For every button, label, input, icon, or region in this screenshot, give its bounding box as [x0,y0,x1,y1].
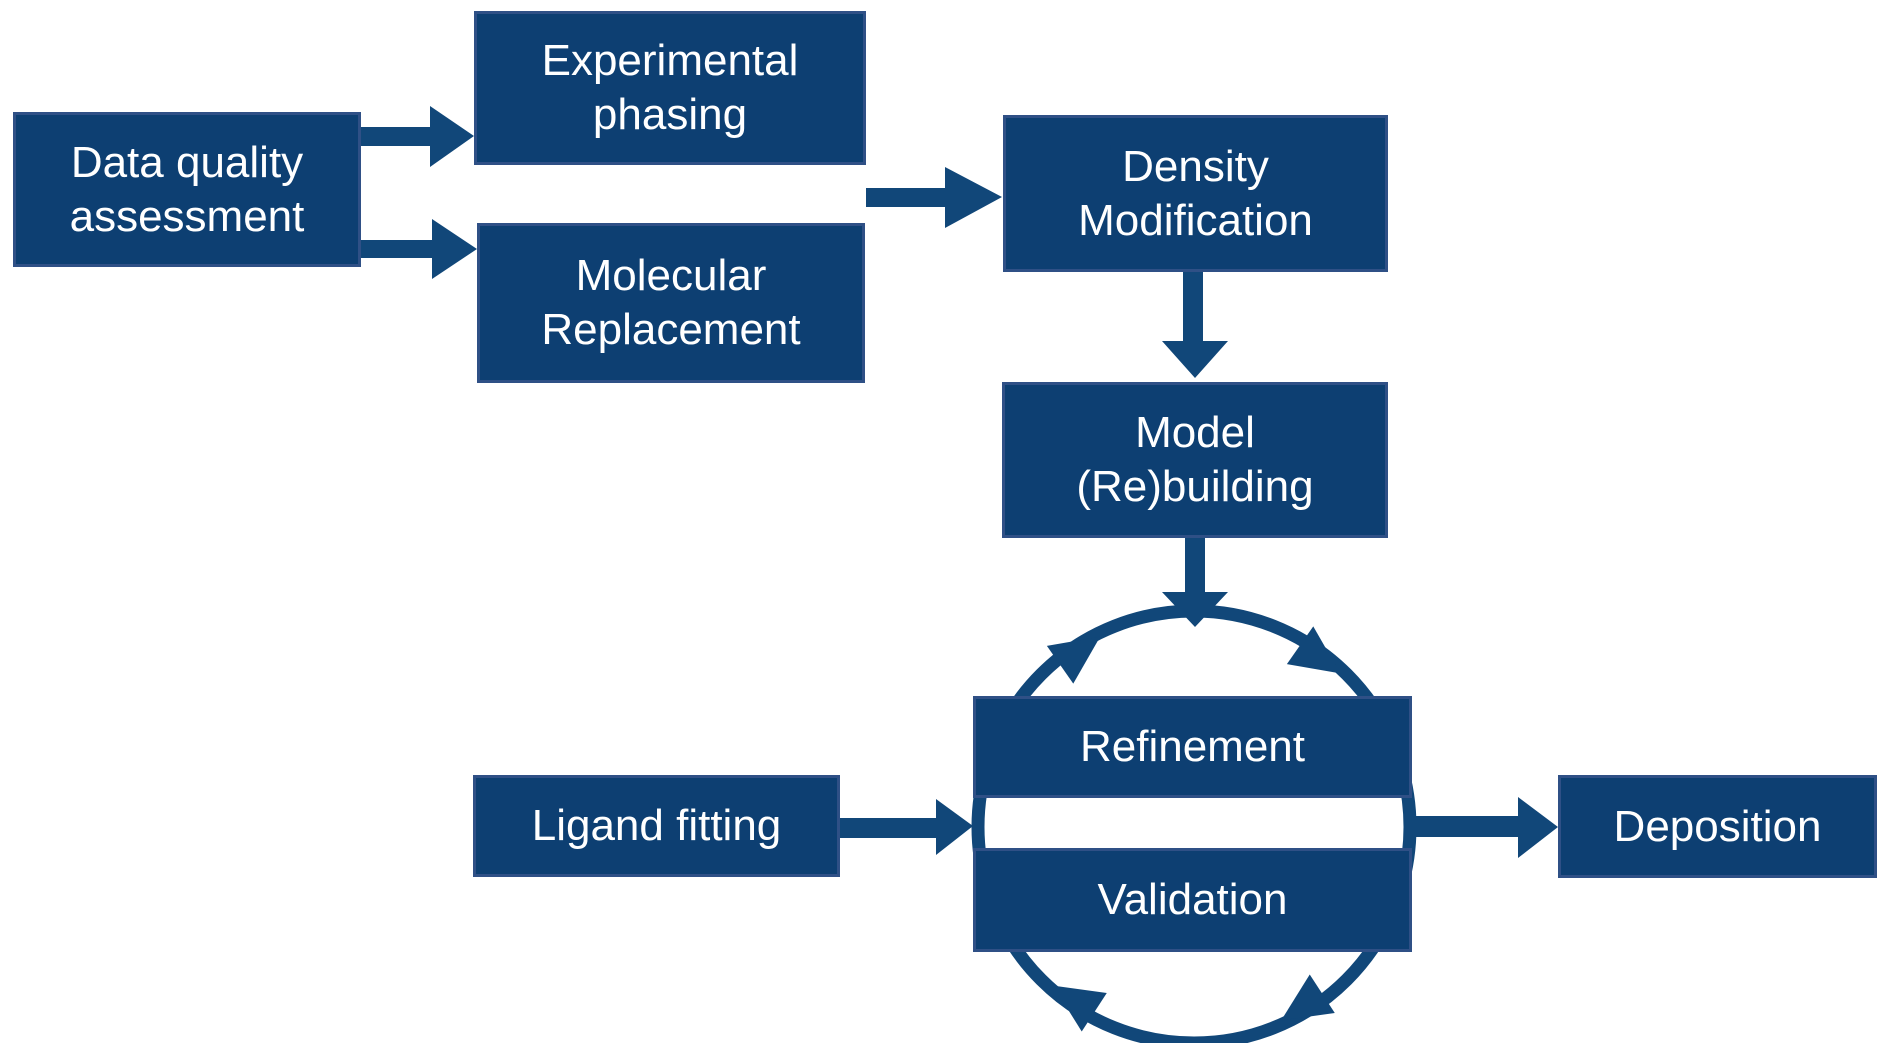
node-experimental-phasing: Experimental phasing [474,11,866,165]
cycle-arrowhead-bottom-left-icon [1053,985,1107,1032]
cycle-arrowhead-bottom-right-icon [1281,974,1335,1021]
cycle-arrowhead-top-left-icon [1046,636,1101,684]
arrow-cycle-to-deposition-icon [1412,797,1558,858]
node-ligand-fitting: Ligand fitting [473,775,840,877]
arrow-density-modification-to-model-rebuilding-icon [1162,272,1228,378]
node-refinement: Refinement [973,696,1412,798]
node-molecular-replacement: Molecular Replacement [477,223,865,383]
node-model-rebuilding: Model (Re)building [1002,382,1388,538]
arrow-data-quality-to-experimental-phasing-icon [361,106,474,167]
node-data-quality-assessment: Data quality assessment [13,112,361,267]
node-density-modification: Density Modification [1003,115,1388,272]
cycle-arrowhead-top-right-icon [1286,626,1341,674]
arrow-model-rebuilding-to-cycle-icon [1162,538,1228,627]
arrow-data-quality-to-molecular-replacement-icon [361,219,477,279]
node-deposition: Deposition [1558,775,1877,878]
node-validation: Validation [973,848,1412,952]
arrow-ligand-fitting-to-cycle-icon [840,799,973,855]
arrow-phasing-to-density-modification-icon [866,167,1002,228]
